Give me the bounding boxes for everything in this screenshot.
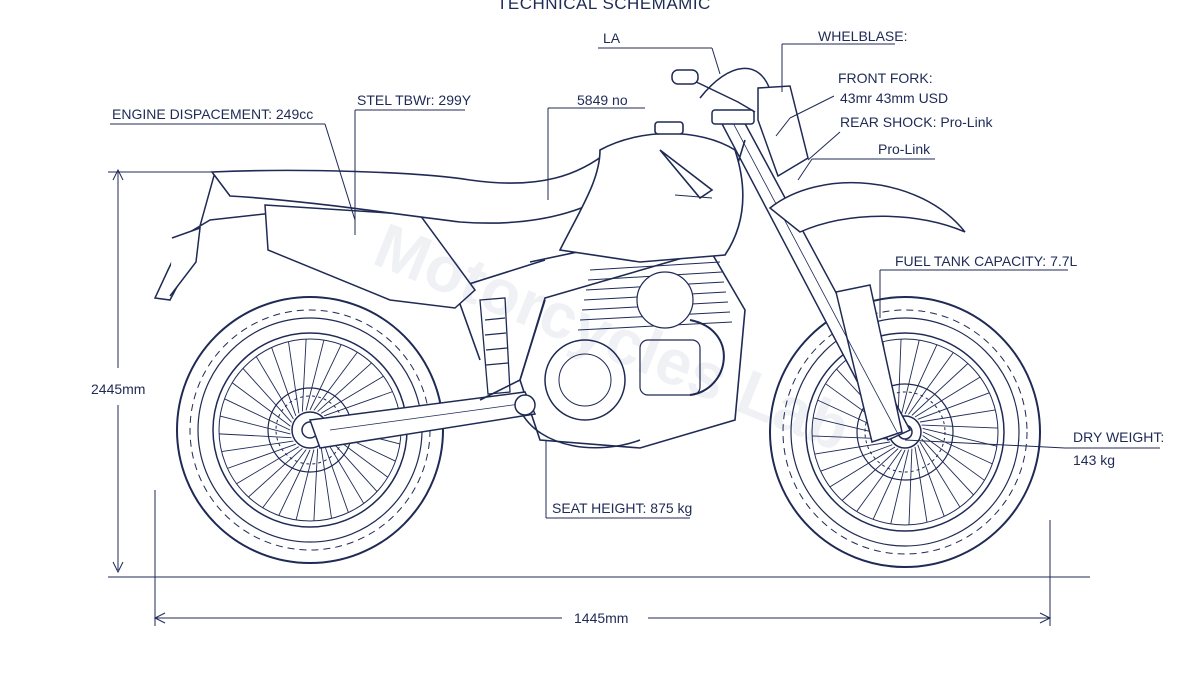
wheel-spoke bbox=[231, 382, 291, 427]
fuel-tank bbox=[558, 121, 744, 263]
wheel-spoke bbox=[919, 409, 996, 423]
wheel-spoke bbox=[326, 440, 365, 504]
label-pro-link: Pro-Link bbox=[878, 141, 931, 157]
wheel-spoke bbox=[278, 449, 311, 516]
length-dimension-line bbox=[153, 490, 1052, 626]
wheel-spoke bbox=[313, 448, 319, 521]
wheel-spoke bbox=[919, 441, 961, 508]
label-height-dimension: 2445mm bbox=[91, 381, 146, 397]
wheel-spoke bbox=[262, 449, 307, 509]
wheel-spoke bbox=[890, 449, 909, 525]
wheel-spoke bbox=[856, 449, 902, 512]
wheel-spoke bbox=[219, 433, 292, 439]
wheel-spoke bbox=[901, 339, 920, 415]
wheel-spoke bbox=[323, 443, 349, 513]
wheel-spoke bbox=[914, 446, 928, 523]
engine bbox=[519, 249, 746, 449]
wheel-spoke bbox=[248, 448, 303, 498]
wheel-spoke bbox=[305, 339, 325, 411]
label-model-code: 5849 no bbox=[577, 92, 628, 108]
label-front-fork-title: FRONT FORK: bbox=[838, 70, 933, 86]
wheel-spoke bbox=[814, 441, 891, 455]
label-dry-weight-value: 143 kg bbox=[1073, 452, 1116, 468]
swingarm bbox=[308, 391, 537, 449]
wheel-spoke bbox=[904, 344, 938, 415]
wheel-spoke bbox=[908, 448, 913, 525]
front-fender bbox=[768, 181, 966, 233]
wheel-spoke bbox=[908, 352, 954, 415]
wheel-spoke bbox=[922, 431, 993, 465]
handlebar bbox=[671, 67, 809, 178]
wheel-spoke bbox=[917, 444, 945, 517]
height-dimension-line bbox=[108, 168, 214, 574]
label-la: LA bbox=[603, 30, 621, 46]
wheel-spoke bbox=[323, 391, 393, 417]
wheel-spoke bbox=[328, 437, 378, 492]
wheel-spoke bbox=[320, 446, 332, 519]
front-fork bbox=[711, 109, 912, 443]
wheel-spoke bbox=[911, 363, 969, 416]
wheel-spoke bbox=[921, 424, 998, 429]
label-seat-height: SEAT HEIGHT: 875 kg bbox=[552, 500, 693, 516]
wheel-spoke bbox=[219, 415, 291, 435]
wheel-spoke bbox=[309, 344, 342, 411]
wheel-spoke bbox=[301, 339, 307, 412]
label-dry-weight-title: DRY WEIGHT: bbox=[1073, 429, 1165, 445]
schematic-title: TECHNICAL SCHEMAMIC bbox=[497, 0, 711, 13]
label-engine-displacement: ENGINE DISPACEMENT: 249cc bbox=[112, 106, 314, 122]
wheel-spoke bbox=[313, 351, 358, 411]
wheel-spoke bbox=[841, 448, 899, 501]
wheel-spoke bbox=[317, 362, 372, 412]
wheel-spoke bbox=[271, 347, 297, 417]
wheel-spoke bbox=[917, 392, 990, 420]
wheel-spoke bbox=[288, 341, 300, 414]
wheel-spoke bbox=[227, 443, 297, 469]
rear-shock bbox=[479, 297, 511, 395]
wheel-spoke bbox=[872, 449, 906, 520]
wheel-spoke bbox=[897, 339, 902, 416]
wheel-spoke bbox=[829, 446, 896, 488]
label-wheelbase: WHELBLASE: bbox=[818, 28, 908, 44]
label-front-fork-value: 43mr 43mm USD bbox=[840, 90, 949, 106]
label-rear-shock: REAR SHOCK: Pro-Link bbox=[840, 114, 993, 130]
wheel-spoke bbox=[255, 356, 294, 420]
wheel-spoke bbox=[921, 438, 974, 496]
wheel-spoke bbox=[320, 375, 384, 414]
wheel-spoke bbox=[914, 376, 981, 418]
wheel-spoke bbox=[236, 446, 300, 485]
label-steel-frame: STEL TBWr: 299Y bbox=[357, 92, 472, 108]
label-fuel-tank: FUEL TANK CAPACITY: 7.7L bbox=[895, 253, 1078, 269]
wheel-spoke bbox=[242, 368, 292, 423]
label-length-dimension: 1445mm bbox=[574, 610, 629, 626]
wheel-spoke bbox=[820, 444, 893, 472]
wheel-spoke bbox=[295, 449, 315, 521]
callout-leaders bbox=[110, 43, 1160, 519]
wheel-spoke bbox=[922, 428, 998, 447]
wheel-spoke bbox=[922, 435, 985, 481]
wheel-spoke bbox=[221, 440, 294, 452]
wheel-spoke bbox=[224, 398, 291, 431]
